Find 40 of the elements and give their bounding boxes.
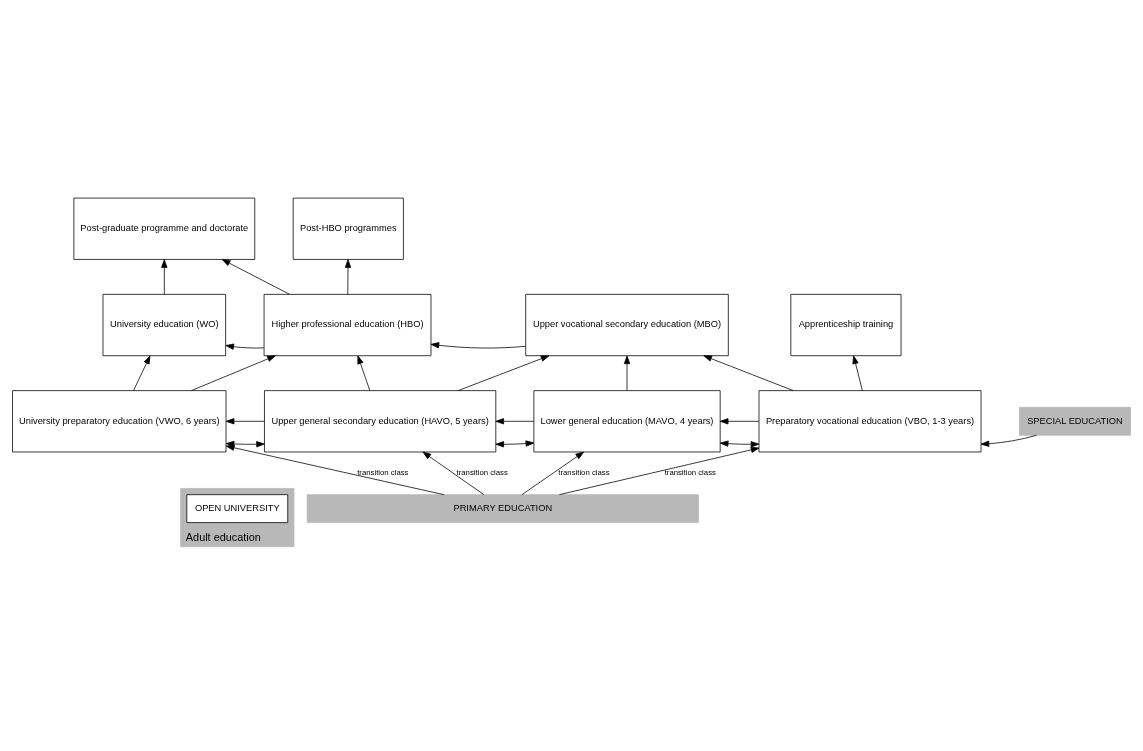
arrow [225,418,265,425]
node-box: SPECIAL EDUCATION [1019,406,1131,436]
arrow [422,451,485,496]
arrow [225,343,265,350]
edge-label: transition class [456,468,508,478]
node-box: Higher professional education (HBO) [263,294,432,357]
arrow [719,418,760,425]
arrow [430,342,526,349]
edge-label: transition class [664,468,716,478]
node-box: Preparatory vocational education (VBO, 1-3 years) [758,390,982,453]
node-box: Post-graduate programme and doctorate [73,197,256,260]
arrow [344,259,352,295]
node-box: Upper vocational secondary education (MBO) [525,294,729,357]
arrow [623,355,631,391]
arrow [495,418,535,425]
node-box: University education (WO) [102,294,227,357]
node-box: Lower general education (MAVO, 4 years) [533,390,721,453]
arrow [521,451,585,496]
arrow [719,440,760,448]
edge-label: transition class [558,468,610,478]
arrow [225,440,265,448]
arrow [495,440,535,448]
arrow [980,434,1037,447]
node-box: Apprenticeship training [790,294,902,357]
arrow [191,355,276,391]
node-box: Upper general secondary education (HAVO, 5 years) [264,390,497,453]
edge-label: transition class [357,468,409,478]
node-box: PRIMARY EDUCATION [306,494,699,523]
arrow [703,355,794,391]
arrow [457,355,550,391]
node-box: University preparatory education (VWO, 6 years) [12,390,227,453]
arrow [221,259,290,295]
arrow [225,444,445,496]
arrow [161,259,168,295]
arrow [559,446,760,496]
arrow [852,355,863,391]
node-box: OPEN UNIVERSITY [186,494,289,523]
arrow [357,355,371,391]
arrow [133,355,151,391]
node-box: Post-HBO programmes [292,197,404,260]
